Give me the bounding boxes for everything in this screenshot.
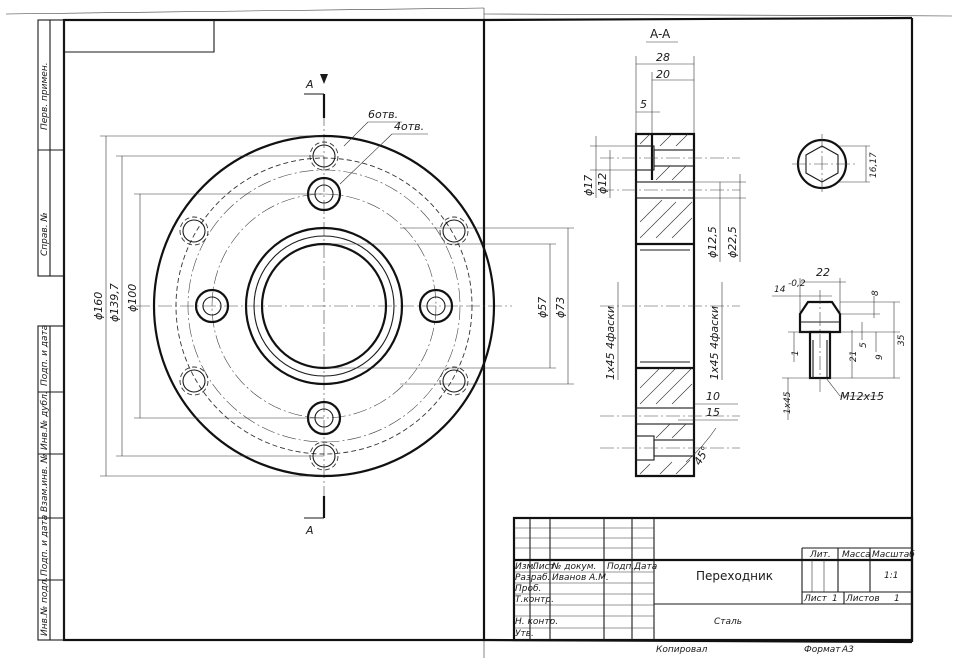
dim-d160: ϕ160	[92, 292, 105, 320]
dim-thread: M12x15	[840, 390, 884, 403]
tb-listov-label: Листов	[845, 594, 880, 604]
dim-d12: ϕ12	[596, 173, 609, 194]
inner-holes	[194, 176, 454, 436]
vzam-inv-label: Взам.инв. №	[40, 454, 50, 512]
front-view: A A 6отв. 4отв. ϕ160 ϕ139,7 ϕ100 ϕ57 ϕ73	[92, 74, 574, 537]
tb-kopiroval: Копировал	[656, 645, 708, 655]
dim-h15: 15	[706, 406, 720, 419]
dim-d73: ϕ73	[554, 297, 567, 318]
dim-d139: ϕ139,7	[108, 283, 121, 322]
tb-listov-num: 1	[894, 594, 900, 604]
dim-d225: ϕ22,5	[726, 226, 739, 258]
tb-row-utv: Утв.	[515, 629, 534, 639]
tb-list-num: 1	[832, 594, 838, 604]
tb-lit: Лит.	[809, 550, 831, 560]
dim-w22: 22	[816, 266, 830, 279]
chamfer-left-label: 1x45 4фаски	[604, 306, 617, 380]
bolt-side-view: 22 14 -0,2 8 5 9 21 35 1 1x45 M12x15	[772, 266, 907, 420]
dim-d17: ϕ17	[582, 175, 595, 196]
tb-format-label: Формат	[804, 645, 841, 655]
cut-label-top: A	[305, 78, 314, 91]
tb-row-razrab: Разраб.	[515, 573, 550, 583]
cut-label-bottom: A	[305, 524, 314, 537]
dim-d57: ϕ57	[536, 297, 549, 318]
tb-part-name: Переходник	[696, 569, 773, 583]
tb-col-doc: № докум.	[551, 562, 596, 572]
dim-bolt-chamfer: 1x45	[783, 391, 793, 414]
dim-h21: 21	[849, 351, 859, 362]
tb-row-tkontr: Т.контр.	[515, 595, 554, 605]
tb-list-label: Лист	[803, 594, 828, 604]
inv-dubl-label: Инв.№ дубл.	[40, 391, 50, 450]
tb-row-nkontr: Н. контр.	[515, 617, 558, 627]
dim-h35: 35	[897, 334, 907, 346]
hex-dim: 16,17	[869, 152, 879, 178]
tb-col-podp: Подп.	[607, 562, 634, 572]
dim-d100: ϕ100	[126, 284, 139, 312]
dim-tol14-sup: -0,2	[788, 279, 806, 289]
dim-h5: 5	[859, 342, 869, 348]
bottom-strip: Копировал Формат А3	[656, 645, 854, 655]
inv-podl-label: Инв.№ подл.	[40, 577, 50, 636]
section-view: A-A 28 20 5	[582, 27, 746, 478]
dim-tol14: 14	[774, 285, 786, 295]
dim-w28: 28	[656, 51, 670, 64]
chamfer-right-label: 1x45 4фаски	[708, 306, 721, 380]
tb-format-value: А3	[841, 645, 854, 655]
holes-outer-label: 6отв.	[368, 108, 398, 121]
holes-inner-label: 4отв.	[394, 120, 424, 133]
dim-w5: 5	[640, 98, 647, 111]
podp-data-label-1: Подп. и дата	[40, 325, 50, 386]
dim-d125: ϕ12,5	[706, 226, 719, 258]
dim-w20: 20	[656, 68, 670, 81]
bolt-top-view: 16,17	[792, 134, 879, 194]
tb-razrab-name: Иванов А.М.	[552, 573, 609, 583]
tb-scale: 1:1	[884, 571, 898, 581]
dim-h1: 1	[791, 350, 801, 356]
side-column-labels: Перв. примен. Справ. № Подп. и дата Инв.…	[40, 62, 50, 636]
section-hatching	[639, 133, 693, 475]
tb-col-izm: Изм.	[515, 562, 536, 572]
title-block: Изм. Лист № докум. Подп. Дата Разраб. Ив…	[512, 516, 915, 642]
section-label: A-A	[650, 27, 671, 41]
tb-col-data: Дата	[633, 562, 657, 572]
tb-massa: Масса	[842, 550, 871, 560]
dim-h9: 9	[875, 354, 885, 360]
tb-row-prov: Проб.	[515, 584, 541, 594]
tb-col-list: Лист	[531, 562, 556, 572]
dim-h10: 10	[706, 390, 720, 403]
tb-masshtab: Масштаб	[872, 550, 915, 560]
podp-data-label-2: Подп. и дата	[40, 515, 50, 576]
dim-h8: 8	[871, 290, 881, 296]
sprav-label: Справ. №	[40, 212, 50, 256]
perv-primen-label: Перв. примен.	[40, 62, 50, 130]
tb-material: Сталь	[714, 617, 742, 627]
hub-outer	[244, 226, 404, 386]
